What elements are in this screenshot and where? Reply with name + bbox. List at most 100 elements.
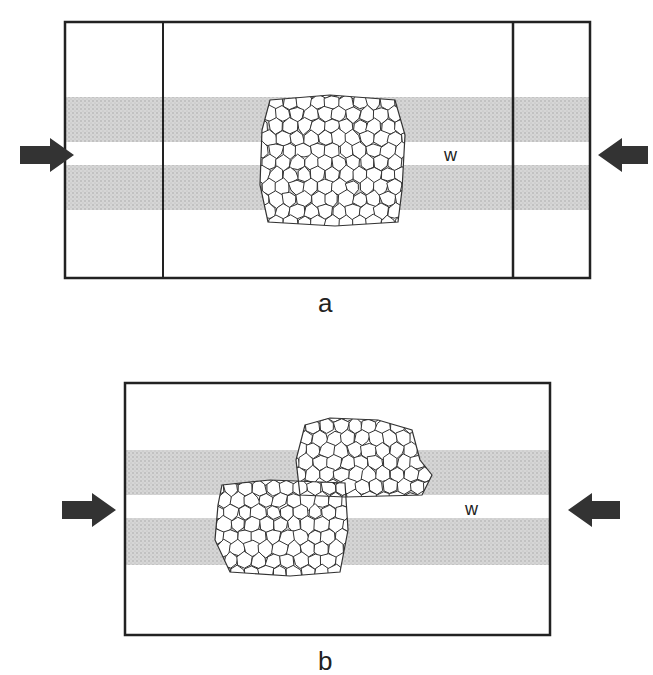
grain-cell <box>253 578 266 593</box>
grain-cell <box>387 81 402 99</box>
grain-cell <box>396 406 412 422</box>
grain-cell <box>322 578 336 593</box>
grain-cell <box>416 229 430 244</box>
grain-cell <box>415 180 431 194</box>
grain-cell <box>290 83 304 99</box>
grain-cell <box>318 130 332 145</box>
grain-cell <box>354 502 369 520</box>
grain-cell <box>317 227 333 244</box>
grain-cell <box>331 227 346 244</box>
grain-cell <box>261 203 276 219</box>
grain-cell <box>419 418 433 436</box>
grain-cell <box>262 226 277 245</box>
grain-cell <box>209 554 224 570</box>
grain-cell <box>388 227 403 245</box>
grain-cell <box>304 228 318 244</box>
grain-cell <box>426 430 440 445</box>
grain-cell <box>349 553 364 569</box>
grain-cell <box>432 468 447 482</box>
grain-cell <box>395 215 408 232</box>
panel-b <box>62 383 620 635</box>
grain-cell <box>349 576 364 592</box>
grain-cell <box>311 215 327 232</box>
grain-cell <box>409 167 425 183</box>
grain-cell <box>409 94 424 110</box>
grain-cell <box>438 455 454 470</box>
grain-cell <box>274 566 287 580</box>
label-w: w <box>465 500 478 518</box>
grain-cell <box>342 493 358 508</box>
panel-a <box>20 22 648 278</box>
grain-cell <box>359 228 374 243</box>
grain-cell <box>353 215 368 230</box>
grain-cell <box>426 407 440 424</box>
grain-cell <box>359 83 373 100</box>
label-w: w <box>444 146 457 164</box>
grain-cell <box>417 129 431 147</box>
grain-cell <box>237 551 253 568</box>
grain-cell <box>412 504 426 520</box>
grain-cell <box>231 517 244 532</box>
grain-cell <box>284 454 300 469</box>
grain-cell <box>324 215 341 233</box>
grain-cell <box>302 80 318 98</box>
grain-cell <box>372 229 387 243</box>
grain-cell <box>239 578 253 593</box>
grain-cell <box>415 106 431 120</box>
grain-cell <box>383 478 398 493</box>
grain-cell <box>350 502 365 520</box>
grain-cell <box>308 577 323 593</box>
grain-cell <box>249 225 264 242</box>
grain-cell <box>356 515 372 533</box>
grain-cell <box>349 480 363 497</box>
grain-cell <box>285 431 299 448</box>
grain-cell <box>417 443 434 458</box>
grain-cell <box>202 539 217 557</box>
panel-caption: b <box>318 648 332 674</box>
grain-cell <box>336 479 350 495</box>
grain-cell <box>361 153 374 170</box>
grain-cell <box>431 419 447 435</box>
grain-cell <box>407 117 423 133</box>
grain-cell <box>343 470 358 483</box>
grain-cell <box>298 406 313 422</box>
grain-cell <box>347 228 361 243</box>
grain-cell <box>388 203 404 219</box>
grain-cell <box>389 491 405 507</box>
grain-cell <box>202 467 217 483</box>
grain-cell <box>401 227 417 243</box>
grain-cell <box>374 82 388 99</box>
grain-cell <box>439 431 453 445</box>
grain-cell <box>217 467 231 485</box>
grain-cell <box>286 565 302 580</box>
grain-cell <box>275 82 291 98</box>
grain-cell <box>258 565 274 579</box>
grain-cell <box>266 576 280 593</box>
grain-cell <box>382 408 398 421</box>
grain-cell <box>208 577 224 593</box>
grain-cell <box>339 215 353 231</box>
panel-caption: a <box>318 290 332 316</box>
grain-cell <box>328 467 343 484</box>
grain-cell <box>202 493 216 510</box>
grain-cell <box>224 577 240 591</box>
grain-cell <box>438 479 454 494</box>
grain-cell <box>357 541 372 555</box>
grain-cell <box>274 227 292 244</box>
grain-cell <box>203 565 217 582</box>
grain-cell <box>401 80 416 98</box>
grain-cell <box>425 504 441 519</box>
grain-cell <box>301 565 315 581</box>
grain-cell <box>433 490 447 509</box>
grain-cell <box>280 577 294 593</box>
grain-cell <box>356 566 372 580</box>
grain-cell <box>417 490 433 506</box>
grain-cell <box>409 143 423 160</box>
grain-cell <box>382 503 398 520</box>
grain-cell <box>361 491 376 506</box>
grain-cell <box>289 154 305 170</box>
grain-cell <box>357 469 371 484</box>
grain-cell <box>397 504 411 519</box>
grain-cell <box>248 81 262 99</box>
